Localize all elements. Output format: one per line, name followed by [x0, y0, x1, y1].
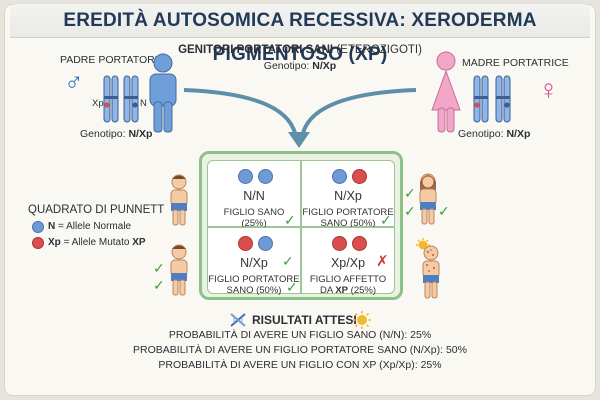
mutant-allele-dot-icon	[332, 236, 347, 251]
mutant-allele-dot-icon	[238, 236, 253, 251]
cell-genotype: N/Xp	[334, 189, 362, 203]
cell-label-line2-prefix: DA	[320, 285, 333, 296]
parents-genotype: Genotipo: N/Xp	[200, 60, 400, 72]
check-icon: ✓	[404, 203, 416, 219]
cell-label-line1: FIGLIO PORTATORE	[208, 274, 300, 285]
mother-genotype-value: N/Xp	[506, 128, 531, 140]
female-symbol-icon: ♀	[538, 74, 559, 105]
mutant-allele-dot-icon	[352, 169, 367, 184]
legend-mutant-key: Xp	[48, 237, 61, 248]
parents-heading-bold: GENITORI PORTATORI SANI	[178, 44, 334, 56]
legend-normal-key: N	[48, 221, 56, 232]
normal-allele-dot-icon	[258, 169, 273, 184]
cell-label-line2: (25%)	[241, 218, 267, 229]
result-line: PROBABILITÀ DI AVERE UN FIGLIO SANO (N/N…	[168, 329, 432, 341]
cell-label-line2: DA XP (25%)	[302, 285, 394, 296]
parents-genotype-prefix: Genotipo:	[263, 60, 310, 72]
legend-normal: N = Allele Normale	[48, 221, 131, 232]
parents-heading: GENITORI PORTATORI SANI (ETEROZIGOTI)	[150, 44, 450, 56]
father-allele-right: N	[140, 98, 147, 109]
sun-icon	[353, 311, 371, 329]
healthy-child-icon	[170, 174, 188, 226]
father-genotype-prefix: Genotipo:	[80, 128, 126, 140]
page-title: EREDITÀ AUTOSOMICA RECESSIVA: XERODERMA …	[10, 4, 590, 65]
carrier-child-boy-icon	[170, 244, 188, 296]
parents-heading-rest: (ETEROZIGOTI)	[336, 44, 422, 56]
mother-chromosomes-icon	[473, 75, 511, 123]
result-line: PROBABILITÀ DI AVERE UN FIGLIO PORTATORE…	[133, 344, 467, 356]
sun-icon	[416, 238, 430, 250]
check-icon: ✓	[153, 260, 165, 276]
result-line: PROBABILITÀ DI AVERE UN FIGLIO CON XP (X…	[158, 359, 442, 371]
legend-normal-text: = Allele Normale	[58, 221, 132, 232]
normal-allele-dot-icon	[32, 221, 44, 233]
affected-child-icon	[416, 238, 440, 299]
cell-label-line1: FIGLIO SANO	[223, 207, 285, 218]
cell-label-line2: SANO (50%)	[320, 218, 376, 229]
cell-label-line2: SANO (50%)	[226, 285, 282, 296]
cell-genotype: N/Xp	[240, 256, 268, 270]
mother-label: MADRE PORTATRICE	[462, 57, 569, 69]
check-icon: ✓	[438, 203, 450, 219]
punnett-cell-nn: N/N FIGLIO SANO (25%) ✓	[207, 160, 301, 229]
legend-title: QUADRATO DI PUNNETT	[28, 204, 165, 216]
cell-genotype: Xp/Xp	[330, 256, 366, 270]
arrow-head-icon	[288, 132, 310, 148]
cell-label-line1: FIGLIO AFFETTO	[309, 274, 387, 285]
mutant-allele-dot-icon	[352, 236, 367, 251]
mother-figure-icon	[431, 51, 461, 133]
carrier-child-girl-icon	[419, 173, 437, 225]
normal-allele-dot-icon	[238, 169, 253, 184]
cell-genotype: N/N	[243, 189, 265, 203]
cell-label-line1: FIGLIO PORTATORE	[302, 207, 394, 218]
check-icon: ✓	[404, 185, 416, 201]
punnett-cell-xpxp: ✗ Xp/Xp FIGLIO AFFETTO DA XP (25%)	[301, 227, 395, 296]
normal-allele-dot-icon	[258, 236, 273, 251]
check-icon: ✓	[286, 279, 298, 295]
check-icon: ✓	[282, 253, 294, 269]
mutant-allele-dot-icon	[32, 237, 44, 249]
father-figure-icon	[149, 53, 177, 133]
father-label: PADRE PORTATORE	[60, 54, 162, 66]
mother-genotype-prefix: Genotipo:	[458, 128, 504, 140]
check-icon: ✓	[153, 277, 165, 293]
normal-allele-dot-icon	[332, 169, 347, 184]
punnett-cell-nxp-top: N/Xp FIGLIO PORTATORE SANO (50%) ✓	[301, 160, 395, 229]
inheritance-arrows	[183, 88, 417, 148]
father-chromosomes-icon	[103, 75, 139, 123]
father-genotype-value: N/Xp	[128, 128, 153, 140]
mother-genotype: Genotipo: N/Xp	[458, 128, 530, 140]
punnett-cell-nxp-bottom: N/Xp ✓ FIGLIO PORTATORE SANO (50%) ✓	[207, 227, 301, 296]
cross-icon: ✗	[376, 253, 389, 270]
parents-genotype-value: N/Xp	[312, 60, 337, 72]
legend-mutant-text: = Allele Mutato	[63, 237, 130, 248]
legend-mutant: Xp = Allele Mutato XP	[48, 237, 146, 248]
father-genotype: Genotipo: N/Xp	[80, 128, 152, 140]
legend-mutant-bold: XP	[132, 237, 146, 248]
dna-icon	[230, 313, 246, 327]
cell-label-line2-suffix: (25%)	[350, 285, 376, 296]
check-icon: ✓	[380, 212, 392, 228]
male-symbol-icon: ♂	[64, 66, 84, 96]
results-title: RISULTATI ATTESI	[252, 313, 357, 327]
punnett-square: N/N FIGLIO SANO (25%) ✓ N/Xp FIGLIO PORT…	[199, 151, 403, 300]
cell-label-line2-bold: XP	[335, 285, 349, 296]
check-icon: ✓	[284, 212, 296, 228]
father-allele-left: Xp	[92, 98, 104, 109]
